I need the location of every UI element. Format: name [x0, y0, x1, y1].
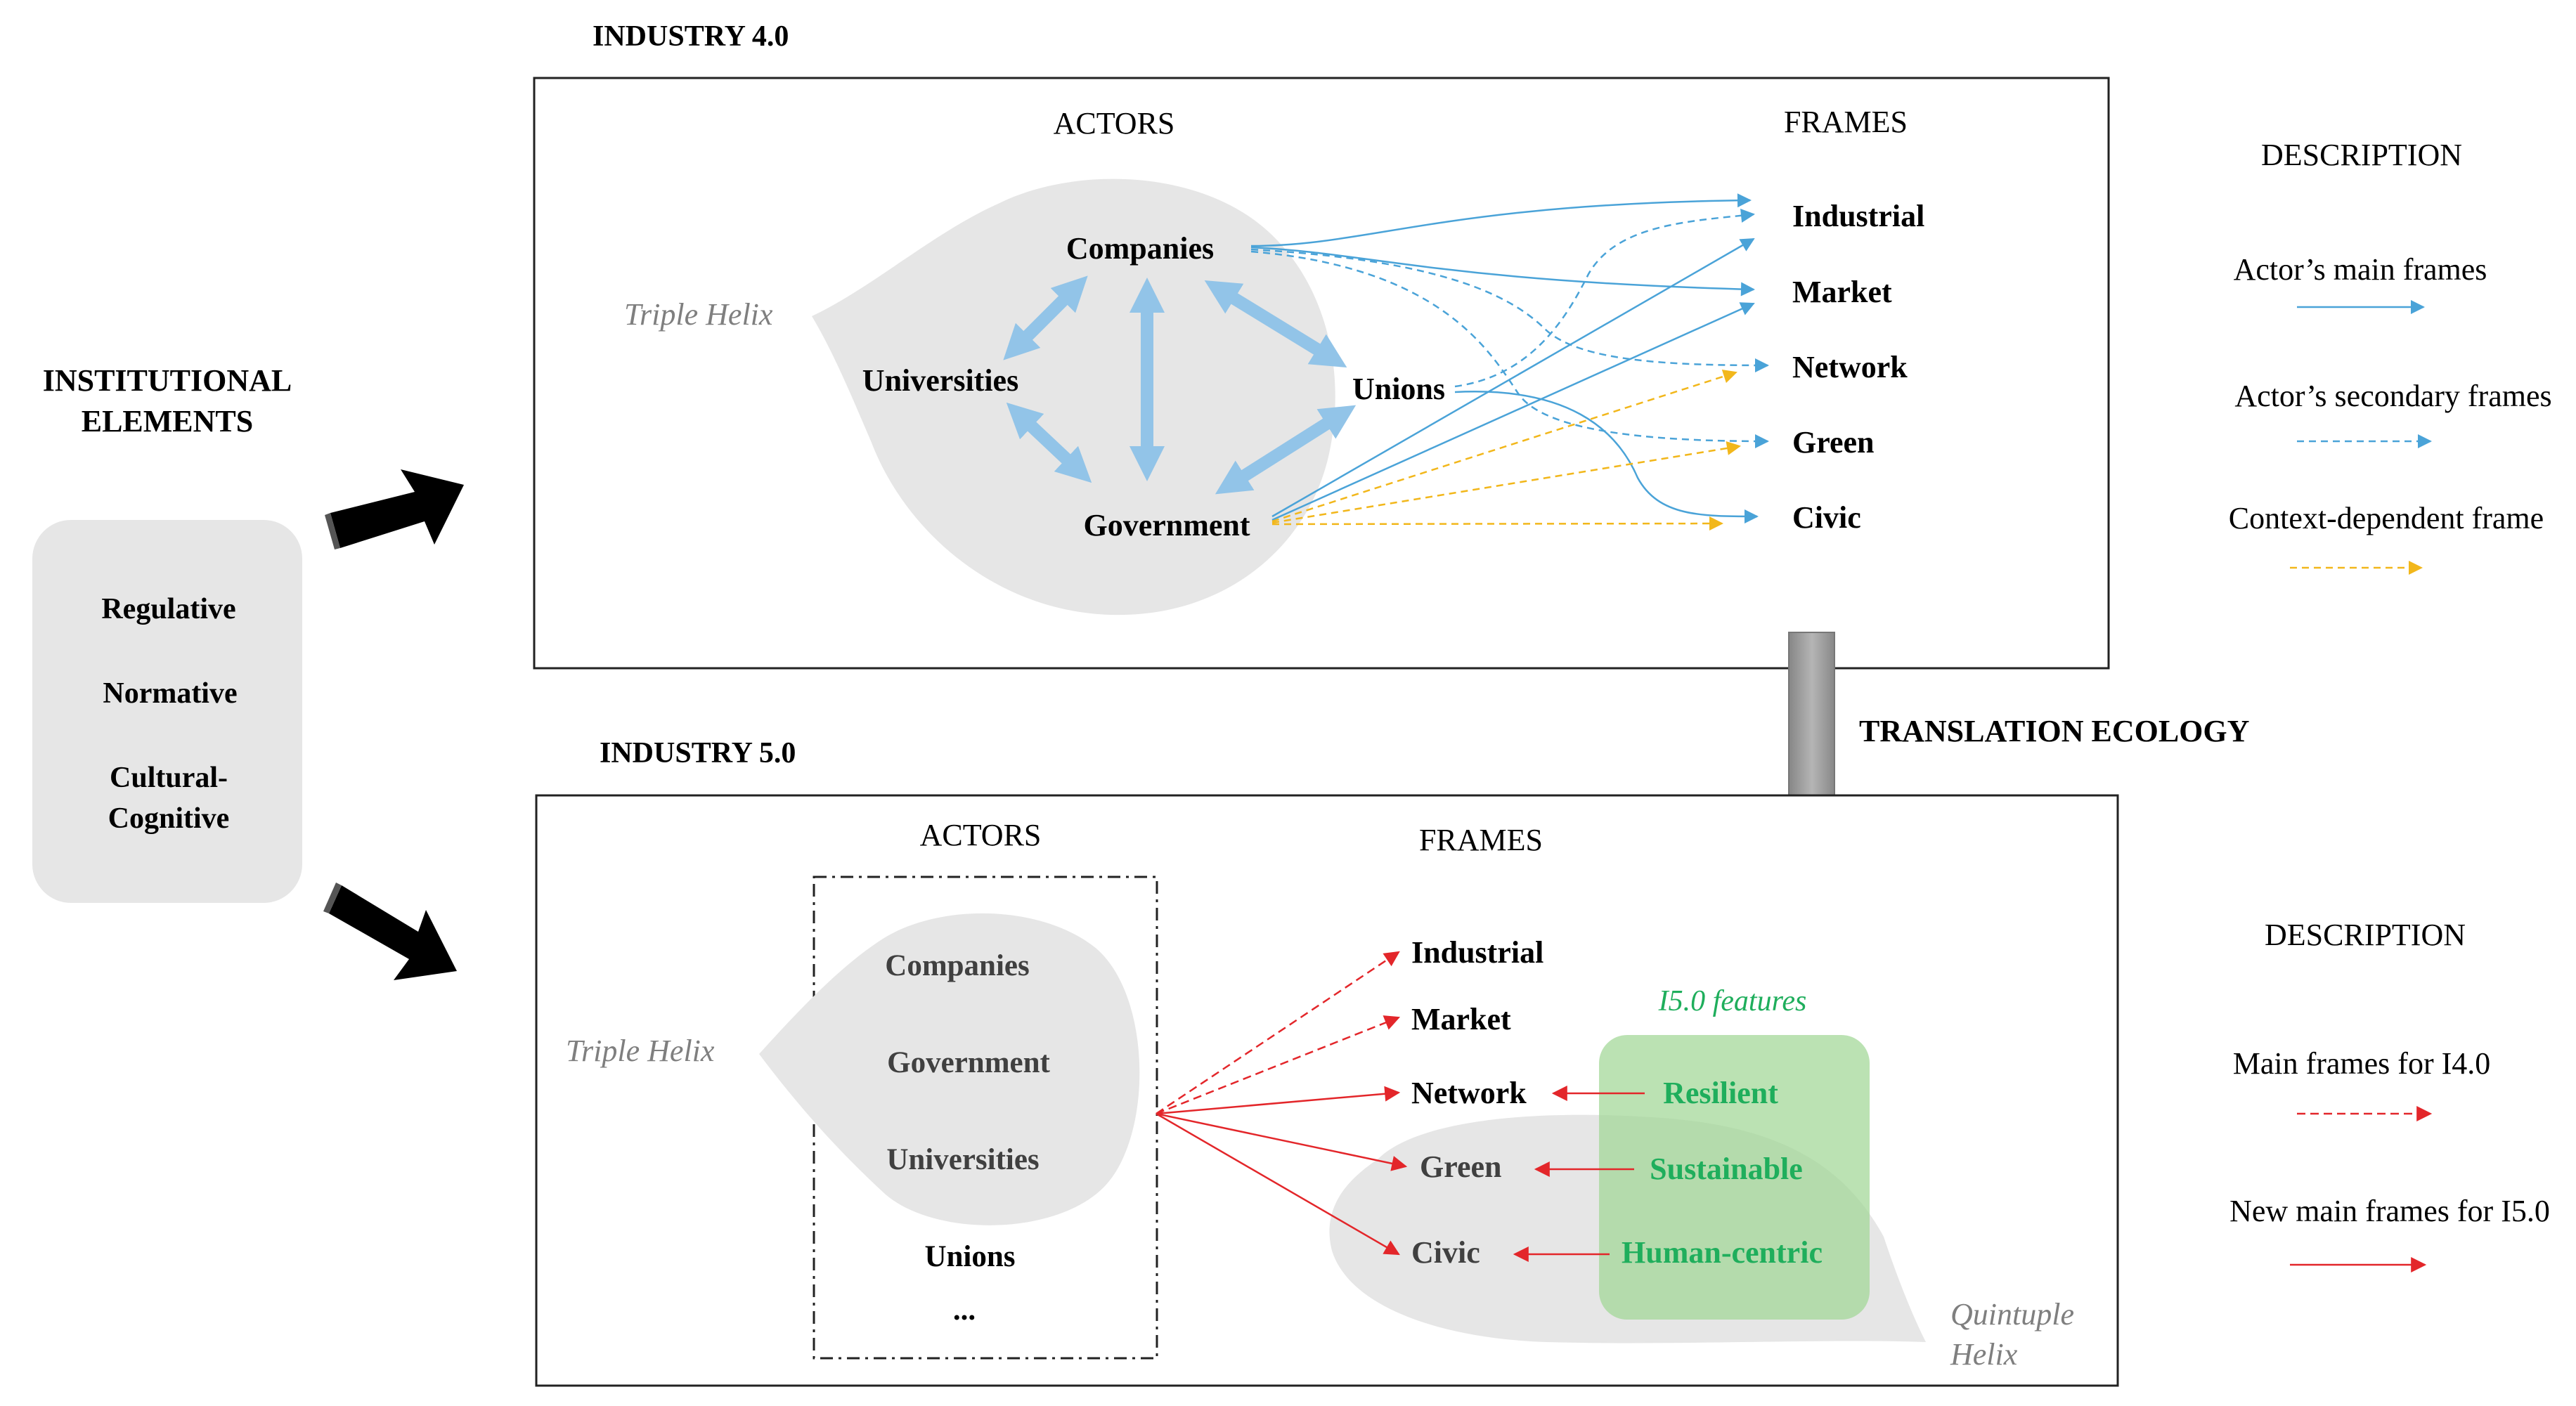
feature-resilient: Resilient — [1663, 1076, 1778, 1110]
link-companies-market — [1250, 246, 1755, 297]
i50-frame-civic: Civic — [1411, 1235, 1480, 1270]
relation-companies-unions — [1204, 280, 1347, 368]
legend-top-item-context: Context-dependent frame — [2229, 501, 2544, 535]
i50-features-label: I5.0 features — [1658, 985, 1807, 1017]
i50-frame-green: Green — [1420, 1150, 1502, 1184]
i40-triple-helix-label: Triple Helix — [624, 297, 773, 332]
i40-actor-unions: Unions — [1352, 372, 1445, 406]
black-arrow-down — [323, 883, 457, 980]
legend-top-item-main: Actor’s main frames — [2234, 252, 2487, 287]
i50-link-green — [1156, 1112, 1408, 1171]
i40-actor-relations — [1003, 275, 1357, 495]
i50-actors-label: ACTORS — [920, 818, 1042, 852]
feature-human-centric: Human-centric — [1622, 1235, 1823, 1270]
i50-actor-universities: Universities — [886, 1143, 1039, 1176]
i50-link-civic — [1156, 1112, 1400, 1256]
link-companies-green — [1250, 250, 1769, 448]
i50-triple-helix-label: Triple Helix — [566, 1034, 715, 1068]
i40-actor-universities: Universities — [862, 363, 1018, 398]
i50-link-market — [1156, 1015, 1401, 1115]
relation-universities-government — [1006, 402, 1092, 483]
i40-actors-label: ACTORS — [1054, 106, 1175, 141]
institutional-item-normative: Normative — [103, 677, 237, 710]
i50-features-box — [1599, 1035, 1870, 1320]
link-unions-industrial — [1454, 208, 1755, 388]
relation-universities-companies — [1003, 275, 1088, 360]
quintuple-helix-label-line1: Quintuple — [1950, 1297, 2074, 1332]
link-government-industrial — [1271, 237, 1755, 518]
institutional-title-line2: ELEMENTS — [82, 404, 254, 438]
legend-top-title: DESCRIPTION — [2261, 138, 2462, 172]
link-government-network — [1271, 369, 1737, 523]
i50-link-industrial — [1156, 951, 1400, 1115]
i40-frames-label: FRAMES — [1784, 105, 1908, 139]
relation-government-unions — [1215, 405, 1357, 495]
i50-title: INDUSTRY 5.0 — [600, 737, 796, 769]
legend-bottom: DESCRIPTION Main frames for I4.0 New mai… — [2229, 918, 2550, 1272]
legend-top-item-secondary: Actor’s secondary frames — [2234, 379, 2551, 413]
link-government-market — [1271, 302, 1755, 521]
i50-actor-government: Government — [887, 1046, 1050, 1079]
i50-frame-links — [1156, 951, 1645, 1262]
link-companies-network — [1250, 248, 1769, 372]
translation-ecology-label: TRANSLATION ECOLOGY — [1859, 714, 2249, 748]
legend-bottom-item-i50: New main frames for I5.0 — [2229, 1194, 2550, 1228]
institutional-item-cognitive: Cognitive — [108, 802, 230, 835]
i40-triple-helix-shape — [812, 178, 1335, 616]
i50-actor-companies: Companies — [885, 949, 1029, 982]
legend-bottom-title: DESCRIPTION — [2265, 918, 2466, 952]
institutional-elements: INSTITUTIONAL ELEMENTS Regulative Normat… — [32, 363, 302, 903]
quintuple-helix-label-line2: Helix — [1950, 1337, 2018, 1372]
i40-actor-companies: Companies — [1066, 231, 1214, 266]
i50-link-network — [1156, 1086, 1401, 1115]
institutional-item-regulative: Regulative — [101, 593, 235, 625]
link-government-civic — [1271, 516, 1723, 531]
black-arrow-up — [325, 469, 464, 549]
legend-top: DESCRIPTION Actor’s main frames Actor’s … — [2229, 138, 2552, 575]
i40-frame-network: Network — [1792, 350, 1908, 384]
institutional-title-line1: INSTITUTIONAL — [43, 363, 292, 398]
i50-frame-industrial: Industrial — [1411, 935, 1543, 970]
i40-frame-market: Market — [1792, 275, 1892, 309]
i40-frame-green: Green — [1792, 425, 1875, 460]
i40-frame-civic: Civic — [1792, 500, 1861, 535]
link-companies-industrial — [1250, 193, 1752, 247]
feature-sustainable: Sustainable — [1650, 1152, 1803, 1186]
i40-frame-industrial: Industrial — [1792, 199, 1924, 233]
i50-frame-network: Network — [1411, 1076, 1527, 1110]
legend-bottom-item-i40: Main frames for I4.0 — [2233, 1046, 2491, 1081]
i40-frame-links — [1250, 193, 1769, 531]
i50-frames-label: FRAMES — [1419, 823, 1543, 857]
institutional-item-cultural: Cultural- — [110, 762, 228, 794]
i50-actor-unions: Unions — [924, 1240, 1015, 1273]
institutional-box — [32, 520, 302, 903]
i40-title: INDUSTRY 4.0 — [593, 20, 789, 53]
i50-frame-market: Market — [1411, 1002, 1511, 1036]
i50-triple-helix-shape — [759, 913, 1140, 1225]
link-unions-civic — [1454, 391, 1759, 523]
i40-actor-government: Government — [1083, 508, 1250, 542]
i50-actor-ellipsis: ... — [953, 1294, 976, 1327]
link-government-green — [1271, 441, 1741, 524]
